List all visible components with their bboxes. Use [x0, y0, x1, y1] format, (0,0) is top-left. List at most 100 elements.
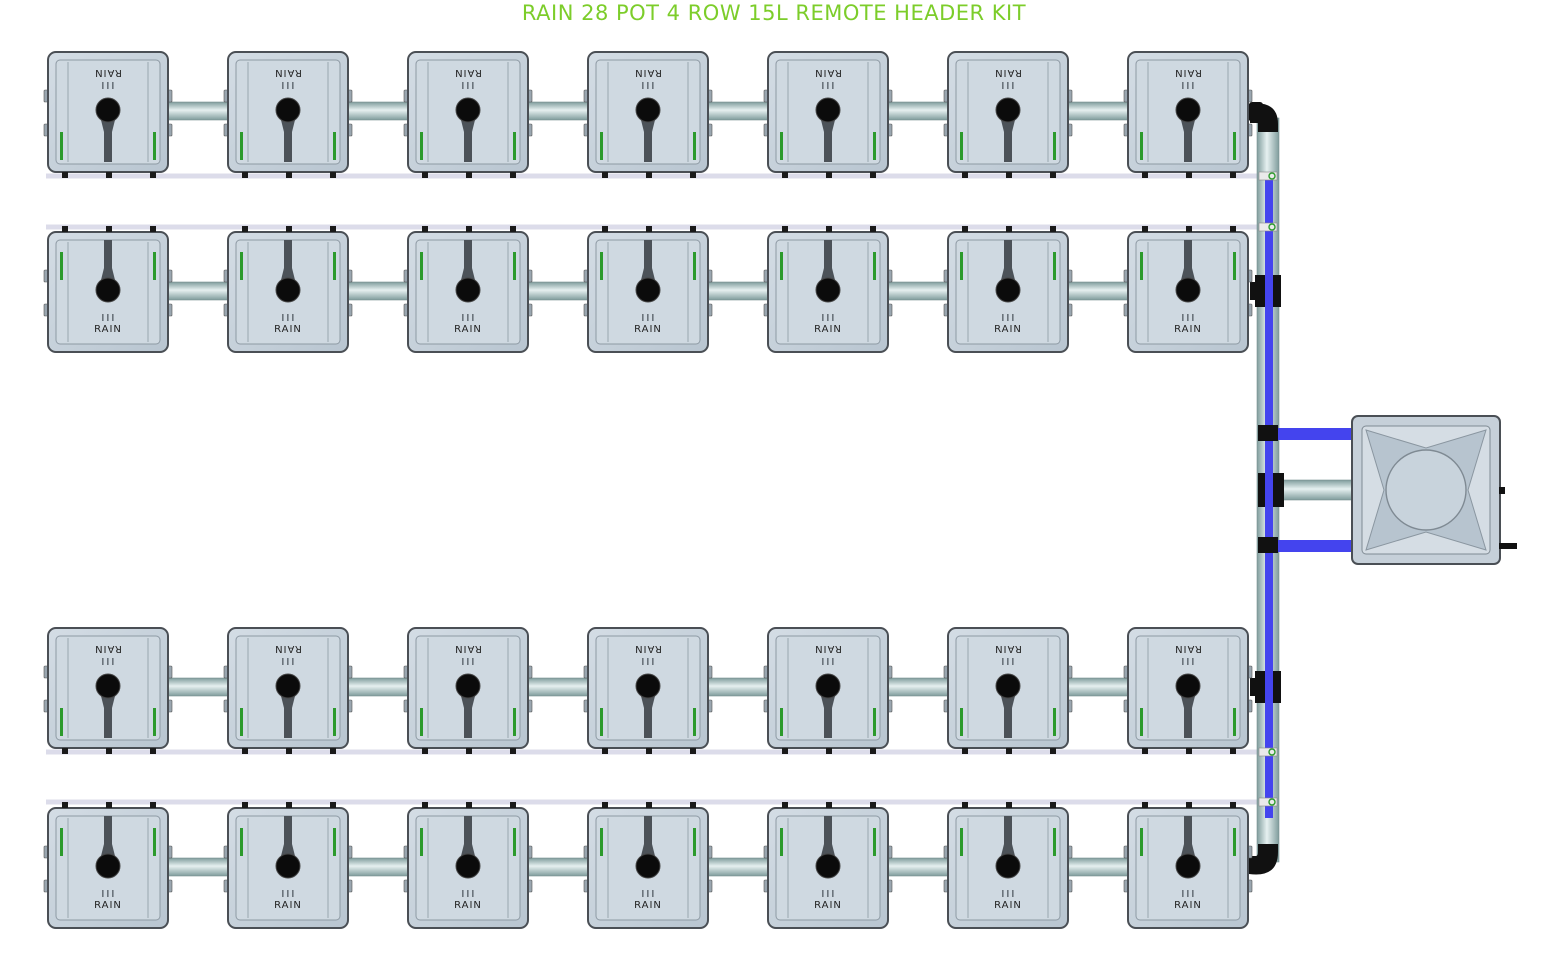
- header-tank-icon: [1351, 415, 1517, 565]
- pot-mark: [287, 82, 289, 89]
- pot-icon: RAIN: [43, 627, 173, 754]
- pot-fitting: [960, 708, 963, 736]
- pot-icon: RAIN: [403, 802, 533, 929]
- pot-mark: [112, 82, 114, 89]
- pot-fitting: [600, 708, 603, 736]
- pot-fitting: [513, 708, 516, 736]
- pot-foot: [690, 226, 696, 232]
- pot-foot: [1230, 748, 1236, 754]
- pot-drain-stem: [1004, 240, 1012, 290]
- pot-drain-stem: [464, 816, 472, 866]
- pot-fitting: [333, 708, 336, 736]
- pot-mark: [1187, 658, 1189, 665]
- pot-drain-hole: [635, 97, 661, 123]
- pot-drain-hole: [635, 277, 661, 303]
- pot-icon: RAIN: [1123, 627, 1253, 754]
- pot-foot: [510, 226, 516, 232]
- pot-mark: [1187, 82, 1189, 89]
- pot-logo-label: RAIN: [634, 324, 662, 335]
- pot-fitting: [420, 708, 423, 736]
- pot-foot: [242, 748, 248, 754]
- pot-foot: [962, 226, 968, 232]
- pot-drain-hole: [995, 673, 1021, 699]
- pot-fitting: [60, 828, 63, 856]
- pot-mark: [652, 658, 654, 665]
- pot-mark: [472, 82, 474, 89]
- pot-logo-label: RAIN: [814, 67, 842, 78]
- pot-drain-stem: [104, 240, 112, 290]
- pot-fitting: [960, 828, 963, 856]
- pot-foot: [150, 226, 156, 232]
- diagram-title: RAIN 28 POT 4 ROW 15L REMOTE HEADER KIT: [521, 1, 1027, 25]
- pot-foot: [1050, 802, 1056, 808]
- pot-icon: RAIN: [403, 51, 533, 178]
- junction-fitting: [1258, 747, 1278, 757]
- pot-foot: [106, 226, 112, 232]
- pot-foot: [646, 172, 652, 178]
- pot-mark: [282, 314, 284, 321]
- pot-logo-label: RAIN: [94, 643, 122, 654]
- pot-mark: [282, 890, 284, 897]
- pot-foot: [330, 802, 336, 808]
- pot-foot: [466, 172, 472, 178]
- pot-drain-stem: [824, 816, 832, 866]
- pot-drain-hole: [635, 673, 661, 699]
- pot-mark: [832, 314, 834, 321]
- pot-mark: [462, 658, 464, 665]
- pot-drain-hole: [275, 277, 301, 303]
- pot-drain-hole: [275, 853, 301, 879]
- pot-fitting: [1140, 708, 1143, 736]
- pot-fitting: [1053, 252, 1056, 280]
- pot-mark: [112, 658, 114, 665]
- pot-logo-label: RAIN: [814, 900, 842, 911]
- pot-mark: [1002, 314, 1004, 321]
- pot-fitting: [240, 252, 243, 280]
- pot-foot: [870, 172, 876, 178]
- pot-logo-label: RAIN: [994, 67, 1022, 78]
- pot-foot: [242, 172, 248, 178]
- pot-drain-hole: [95, 97, 121, 123]
- pot-mark: [1182, 658, 1184, 665]
- pot-logo-label: RAIN: [1174, 643, 1202, 654]
- pot-foot: [1142, 226, 1148, 232]
- pot-drain-stem: [644, 110, 652, 162]
- elbow-icon: [1249, 103, 1278, 132]
- pot-drain-stem: [644, 816, 652, 866]
- pot-foot: [106, 172, 112, 178]
- pot-mark: [292, 82, 294, 89]
- pot-foot: [510, 748, 516, 754]
- pot-mark: [642, 658, 644, 665]
- tank-lid: [1385, 449, 1467, 531]
- pot-drain-stem: [464, 110, 472, 162]
- pot-foot: [602, 172, 608, 178]
- pot-fitting: [1233, 132, 1236, 160]
- pot-mark: [1192, 890, 1194, 897]
- pot-drain-hole: [1175, 673, 1201, 699]
- pot-mark: [822, 314, 824, 321]
- pot-fitting: [693, 828, 696, 856]
- pot-drain-hole: [95, 673, 121, 699]
- pot-foot: [1142, 172, 1148, 178]
- pot-logo-label: RAIN: [454, 67, 482, 78]
- pot-fitting: [513, 252, 516, 280]
- header-tank: [1258, 415, 1517, 565]
- pot-foot: [150, 748, 156, 754]
- pot-mark: [1187, 890, 1189, 897]
- pot-foot: [870, 226, 876, 232]
- drip-line: [46, 173, 1268, 179]
- pot-fitting: [153, 828, 156, 856]
- pot-fitting: [693, 132, 696, 160]
- pot-foot: [1006, 226, 1012, 232]
- pot-foot: [1230, 802, 1236, 808]
- pot-drain-hole: [455, 673, 481, 699]
- pot-foot: [330, 172, 336, 178]
- tank-outlet: [1499, 487, 1505, 494]
- pot-foot: [962, 802, 968, 808]
- pot-mark: [102, 890, 104, 897]
- pot-fitting: [780, 132, 783, 160]
- pot-foot: [422, 802, 428, 808]
- pot-icon: RAIN: [763, 51, 893, 178]
- pot-mark: [822, 890, 824, 897]
